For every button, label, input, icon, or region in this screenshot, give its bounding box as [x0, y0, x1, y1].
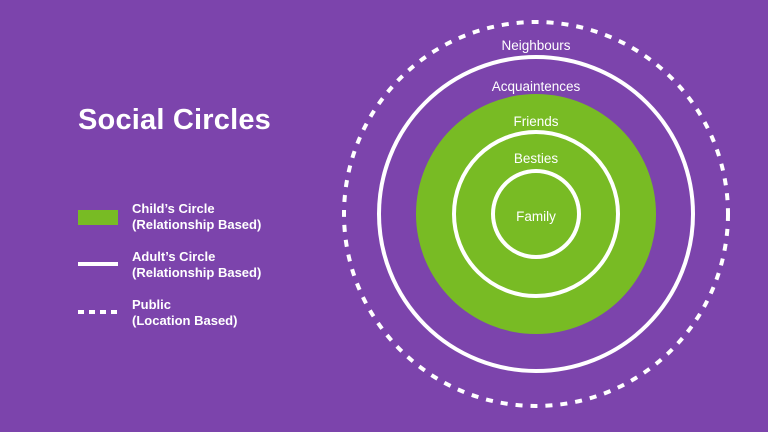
besties-circle	[452, 130, 620, 298]
legend-item-public: Public (Location Based)	[78, 297, 338, 345]
legend: Child’s Circle (Relationship Based) Adul…	[78, 201, 338, 345]
legend-label-line2: (Relationship Based)	[132, 265, 262, 280]
legend-item-childs-circle: Child’s Circle (Relationship Based)	[78, 201, 338, 249]
legend-label-line2: (Location Based)	[132, 313, 238, 328]
legend-label-line2: (Relationship Based)	[132, 217, 262, 232]
friends-circle	[416, 94, 656, 334]
dashed-line-icon	[78, 310, 118, 314]
legend-label-line1: Adult’s Circle	[132, 249, 216, 264]
acquaintences-circle	[377, 55, 695, 373]
acquaintences-label: Acquaintences	[492, 79, 581, 94]
legend-label: Public (Location Based)	[132, 297, 237, 329]
legend-item-adults-circle: Adult’s Circle (Relationship Based)	[78, 249, 338, 297]
family-circle	[491, 169, 581, 259]
besties-label: Besties	[514, 151, 559, 166]
legend-label-line1: Public	[132, 297, 172, 312]
legend-label: Child’s Circle (Relationship Based)	[132, 201, 261, 233]
friends-label: Friends	[513, 114, 558, 129]
legend-label: Adult’s Circle (Relationship Based)	[132, 249, 261, 281]
neighbours-label: Neighbours	[501, 38, 570, 53]
solid-line-icon	[78, 262, 118, 266]
neighbours-circle	[342, 20, 730, 408]
page-title: Social Circles	[78, 104, 272, 136]
family-label: Family	[516, 209, 556, 224]
green-swatch-icon	[78, 210, 118, 225]
legend-label-line1: Child’s Circle	[132, 201, 215, 216]
